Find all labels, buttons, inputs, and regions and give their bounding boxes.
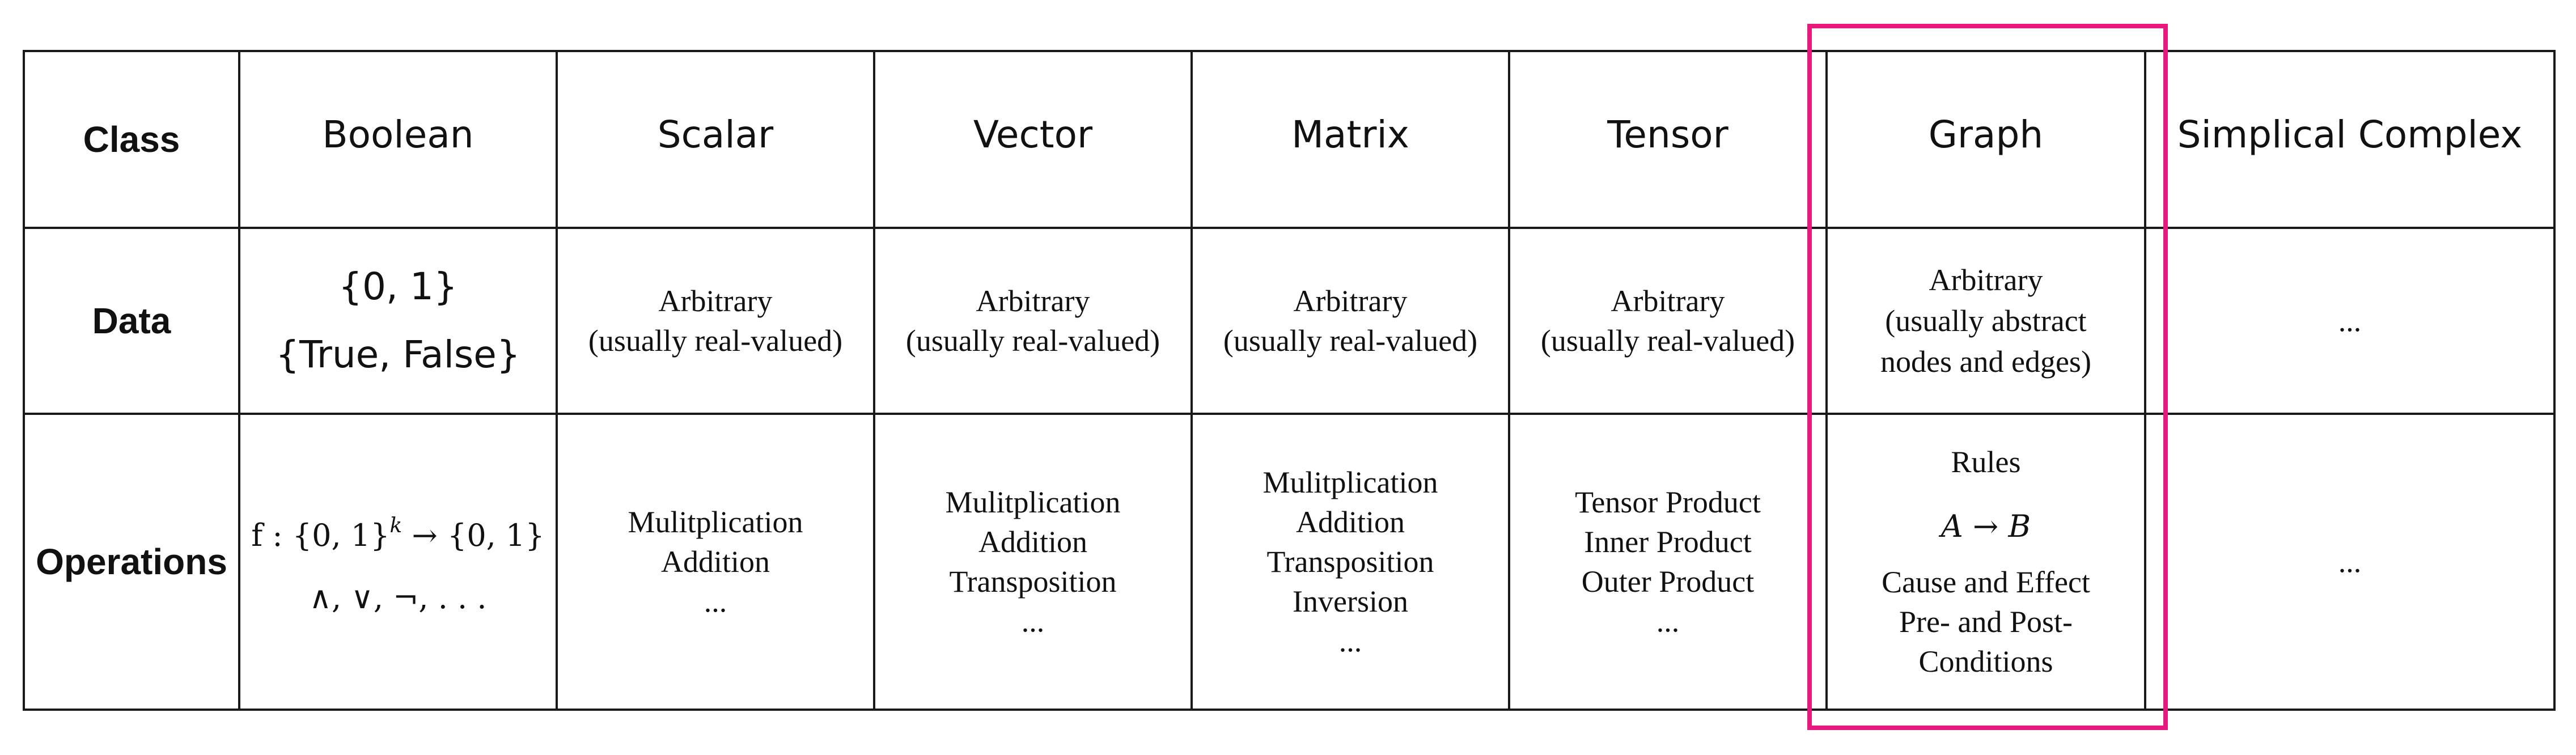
operations-cell-matrix: Mulitplication Addition Transposition In… (1193, 415, 1508, 709)
operation-item: Outer Product (1581, 565, 1755, 599)
grid-line-v5 (1508, 51, 1510, 710)
ellipsis: ... (2338, 545, 2362, 579)
column-header-vector: Vector (973, 112, 1093, 156)
operation-item: Addition (1295, 505, 1405, 539)
column-header-matrix: Matrix (1291, 112, 1409, 156)
operation-item: Transposition (1266, 545, 1434, 579)
operation-item: Inner Product (1584, 525, 1752, 559)
data-line: (usually abstract (1885, 304, 2087, 338)
operation-item: Cause and Effect (1882, 565, 2090, 599)
grid-line-v0 (23, 51, 25, 710)
data-line: Arbitrary (976, 284, 1090, 318)
operation-item: Transposition (949, 565, 1117, 599)
grid-line-row1 (23, 227, 2556, 229)
grid-line-v1 (238, 51, 240, 710)
row-header-data: Data (92, 300, 171, 341)
grid-line-v7 (2553, 51, 2556, 710)
grid-line-v4 (1190, 51, 1193, 710)
rule-consequent: B (2008, 508, 2031, 544)
graph-column-highlight (1807, 24, 2168, 730)
operations-cell-vector: Mulitplication Addition Transposition ..… (875, 415, 1190, 709)
data-cell-graph: Arbitrary (usually abstract nodes and ed… (1828, 229, 2144, 413)
operations-cell-tensor: Tensor Product Inner Product Outer Produ… (1510, 415, 1825, 709)
grid-line-v2 (556, 51, 558, 710)
operation-item: ... (1021, 604, 1045, 638)
operation-item: Addition (978, 525, 1087, 559)
data-cell-scalar: Arbitrary (usually real-valued) (558, 229, 873, 413)
grid-line-v6b (2144, 51, 2146, 710)
operation-item: Mulitplication (628, 505, 803, 539)
operations-cell-scalar: Mulitplication Addition ... (558, 415, 873, 709)
operation-item: Inversion (1293, 584, 1408, 618)
row-header-class: Class (83, 119, 180, 160)
operation-item: Tensor Product (1575, 485, 1761, 519)
operation-item: Addition (660, 545, 770, 579)
column-header-tensor: Tensor (1607, 112, 1728, 156)
operation-item: Mulitplication (1262, 465, 1438, 499)
column-header-graph: Graph (1928, 112, 2044, 156)
operation-item: ... (1656, 604, 1680, 638)
grid-line-bottom (23, 709, 2556, 711)
data-line: (usually real-valued) (588, 324, 843, 358)
operation-rule-formula: A → B (1941, 507, 2031, 546)
data-cell-tensor: Arbitrary (usually real-valued) (1510, 229, 1825, 413)
operation-item: ... (1338, 624, 1362, 658)
ellipsis: ... (2338, 304, 2362, 338)
boolean-set-numeric: {0, 1} (338, 265, 457, 308)
grid-line-top (23, 50, 2556, 52)
operations-cell-graph: Rules A → B Cause and Effect Pre- and Po… (1828, 415, 2144, 709)
boolean-function: f : {0, 1}k → {0, 1} (251, 495, 544, 567)
operation-item: Conditions (1918, 644, 2053, 678)
data-line: Arbitrary (1929, 263, 2043, 297)
rule-arrow: → (1973, 508, 1999, 544)
column-header-scalar: Scalar (657, 112, 774, 156)
grid-line-v3 (873, 51, 875, 710)
data-line: (usually real-valued) (1540, 324, 1795, 358)
data-line: Arbitrary (1611, 284, 1725, 318)
row-header-operations: Operations (36, 541, 227, 582)
rule-antecedent: A (1941, 508, 1963, 544)
data-cell-boolean: {0, 1} {True, False} (240, 229, 556, 413)
operation-rules-label: Rules (1951, 445, 2021, 479)
data-line: nodes and edges) (1880, 345, 2091, 379)
function-exponent: k (389, 514, 402, 537)
data-line: Arbitrary (1293, 284, 1408, 318)
operation-item: Mulitplication (945, 485, 1121, 519)
data-line: Arbitrary (658, 284, 773, 318)
function-codomain: → {0, 1} (412, 517, 545, 553)
operation-item: Pre- and Post- (1899, 605, 2073, 639)
column-header-simplical-complex: Simplical Complex (2177, 112, 2523, 156)
operations-cell-simplical-complex: ... (2146, 415, 2553, 709)
operation-item: ... (704, 584, 727, 618)
operations-cell-boolean: f : {0, 1}k → {0, 1} ∧, ∨, ¬, . . . (240, 415, 556, 709)
data-line: (usually real-valued) (1223, 324, 1478, 358)
function-domain: f : {0, 1} (251, 517, 390, 553)
data-line: (usually real-valued) (905, 324, 1160, 358)
boolean-operators: ∧, ∨, ¬, . . . (309, 579, 487, 616)
column-header-boolean: Boolean (322, 112, 474, 156)
grid-line-v6a (1825, 51, 1828, 710)
data-cell-vector: Arbitrary (usually real-valued) (875, 229, 1190, 413)
boolean-set-truth: {True, False} (276, 333, 520, 376)
data-cell-simplical-complex: ... (2146, 229, 2553, 413)
data-cell-matrix: Arbitrary (usually real-valued) (1193, 229, 1508, 413)
grid-line-row2 (23, 413, 2556, 415)
